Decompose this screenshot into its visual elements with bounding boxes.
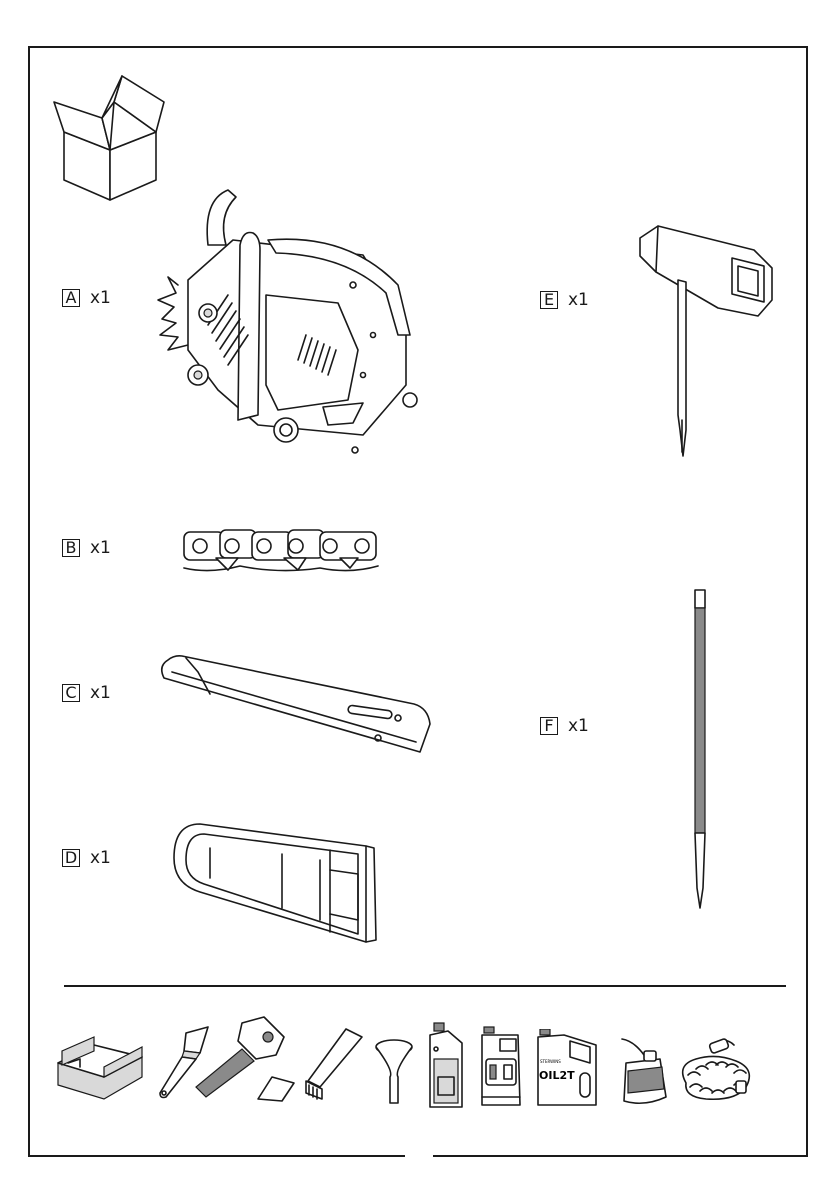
frame-bottom-right (433, 1155, 808, 1157)
fuel-canister-icon (478, 1025, 524, 1109)
part-qty-b: x1 (90, 538, 111, 558)
chainsaw-icon (148, 185, 423, 460)
bar-cover-icon (170, 820, 382, 946)
oil-can-label: OIL2T (539, 1069, 575, 1082)
funnel-icon (372, 1037, 416, 1107)
recommended-tools-row: STERWINS OIL2T (54, 1015, 754, 1115)
guide-bar-icon (158, 652, 438, 756)
spark-plug-wrench-icon (636, 220, 776, 465)
part-letter-f: F (540, 717, 558, 735)
two-stroke-oil-can-icon: STERWINS OIL2T (534, 1029, 600, 1109)
part-label-f: F x1 (540, 716, 589, 736)
wedge-icon (254, 1073, 298, 1103)
frame-bottom-left (28, 1155, 405, 1157)
part-qty-a: x1 (90, 288, 111, 308)
chain-oil-bottle-icon (426, 1021, 466, 1111)
part-qty-d: x1 (90, 848, 111, 868)
part-letter-c: C (62, 684, 80, 702)
part-label-b: B x1 (62, 538, 111, 558)
lanyard-icon (676, 1035, 756, 1105)
part-letter-e: E (540, 291, 558, 309)
part-letter-b: B (62, 539, 80, 557)
wire-brush-icon (298, 1025, 368, 1101)
part-label-a: A x1 (62, 288, 111, 308)
part-label-d: D x1 (62, 848, 111, 868)
part-letter-d: D (62, 849, 80, 867)
saw-chain-icon (180, 522, 380, 578)
part-label-e: E x1 (540, 290, 589, 310)
oil-can-brand: STERWINS (540, 1059, 561, 1064)
part-qty-e: x1 (568, 290, 589, 310)
toolbox-icon (54, 1033, 146, 1105)
round-file-icon (690, 588, 710, 910)
fuel-mixing-can-icon (614, 1035, 672, 1111)
part-letter-a: A (62, 289, 80, 307)
part-qty-c: x1 (90, 683, 111, 703)
part-qty-f: x1 (568, 716, 589, 736)
open-box-icon (52, 72, 167, 202)
part-label-c: C x1 (62, 683, 111, 703)
tools-divider (64, 985, 786, 987)
